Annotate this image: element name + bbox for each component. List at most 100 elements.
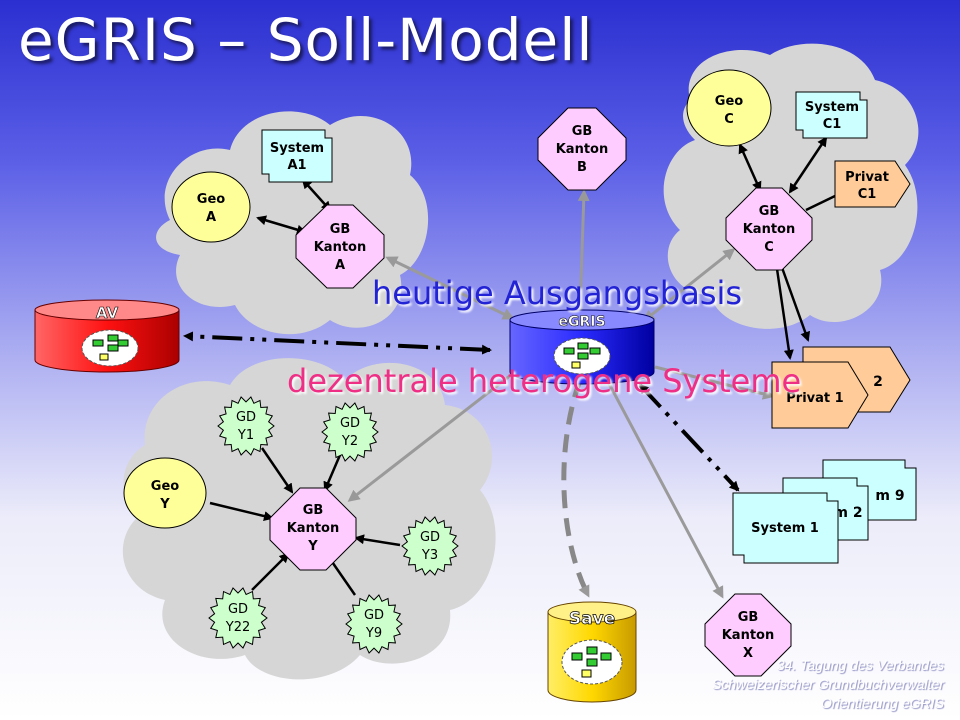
gb-x-line1: GB — [738, 610, 759, 625]
link-egris-av — [183, 331, 492, 355]
save-database: Save — [547, 601, 637, 703]
gb-a-line3: A — [335, 258, 345, 273]
av-database: AV — [34, 299, 180, 373]
privat-1-label: Privat 1 — [786, 391, 843, 406]
link-geo-y-gb-y — [209, 501, 274, 521]
overlay-dezentrale-systeme: dezentrale heterogene Systeme — [287, 362, 802, 400]
gd-y2-node: GD Y2 — [321, 402, 379, 462]
link-egris-kanton-x — [603, 375, 724, 599]
geo-a-line1: Geo — [197, 192, 225, 207]
gb-c-line3: C — [764, 240, 774, 255]
geo-y-line1: Geo — [151, 479, 179, 494]
gd-y9-line1: GD — [364, 608, 384, 623]
gd-y9-node: GD Y9 — [345, 594, 403, 654]
link-gb-c-privat-1 — [774, 261, 794, 360]
geo-a-node: Geo A — [171, 171, 251, 243]
tree-icon — [563, 342, 601, 369]
gb-kanton-y-node: GB Kanton Y — [269, 487, 357, 571]
system-stack: m 9 m 2 System 1 — [732, 459, 917, 564]
system-1-label: System 1 — [751, 521, 819, 536]
link-geo-a-gb-a — [256, 215, 307, 235]
privat-stack: 2 Privat 1 — [771, 346, 911, 429]
geo-a-line2: A — [206, 210, 216, 225]
gb-kanton-c-node: GB Kanton C — [725, 187, 813, 271]
gb-a-line2: Kanton — [314, 240, 367, 255]
overlay-heutige-ausgangsbasis: heutige Ausgangsbasis — [372, 274, 743, 312]
tree-icon — [92, 334, 129, 361]
system-a1-node: System A1 — [261, 129, 333, 183]
gb-c-line1: GB — [759, 204, 780, 219]
link-gd-y22-gb-y — [251, 552, 290, 591]
egris-database: eGRIS — [509, 309, 655, 385]
save-label: Save — [569, 609, 615, 629]
gb-c-line2: Kanton — [743, 222, 796, 237]
gd-layer: GD Y1 GD Y2 GD Y3 GD Y22 GD Y9 — [208, 396, 459, 654]
footer-line1: 34. Tagung des Verbandes — [776, 657, 944, 673]
footer-line3: Orientierung eGRIS — [821, 695, 944, 711]
gb-x-line2: Kanton — [722, 628, 775, 643]
gb-kanton-x-node: GB Kanton X — [704, 593, 792, 677]
gb-y-line2: Kanton — [287, 521, 340, 536]
tree-icon — [571, 646, 612, 678]
footer-line2: Schweizerischer Grundbuchverwalter — [712, 676, 944, 692]
page-title: eGRIS – Soll-Modell — [18, 6, 594, 74]
gd-y1-line1: GD — [236, 410, 256, 425]
link-egris-save — [561, 379, 591, 598]
gd-y22-node: GD Y22 — [208, 587, 268, 649]
geo-y-node: Geo Y — [123, 457, 207, 529]
gd-y22-line1: GD — [228, 602, 248, 617]
system-c1-line2: C1 — [823, 117, 842, 132]
gd-y3-line2: Y3 — [421, 548, 438, 563]
gb-kanton-a-node: GB Kanton A — [295, 204, 385, 289]
privat-c1-line2: C1 — [858, 187, 877, 202]
link-egris-systems — [638, 383, 740, 492]
system-c1-line1: System — [805, 100, 859, 115]
link-egris-kanton-y — [347, 366, 521, 502]
dashed-connections — [183, 331, 740, 598]
geo-c-node: Geo C — [686, 69, 772, 147]
geo-c-line2: C — [724, 112, 734, 127]
privat-1-box — [771, 361, 869, 429]
gb-kanton-b-node: GB Kanton B — [537, 107, 627, 191]
gd-y2-line1: GD — [340, 416, 360, 431]
gd-y9-line2: Y9 — [365, 626, 382, 641]
system-9-label: m 9 — [875, 488, 904, 504]
link-egris-kanton-a — [385, 256, 515, 320]
privat-2-label: 2 — [873, 374, 883, 390]
gd-y1-node: GD Y1 — [217, 396, 275, 456]
link-privat-c1-gb-c — [805, 194, 836, 212]
gd-y3-node: GD Y3 — [401, 516, 459, 576]
link-egris-kanton-c — [642, 248, 736, 322]
link-gd-y1-gb-y — [260, 447, 294, 494]
gb-a-line1: GB — [330, 222, 351, 237]
geo-y-line2: Y — [159, 497, 170, 512]
system-a1-line1: System — [270, 141, 324, 156]
geo-c-line1: Geo — [715, 94, 743, 109]
black-connections — [209, 136, 836, 596]
gd-y1-line2: Y1 — [237, 428, 254, 443]
link-egris-privat — [654, 365, 775, 400]
system-a1-line2: A1 — [287, 158, 306, 173]
gb-y-line1: GB — [303, 503, 324, 518]
system-2-label: m 2 — [833, 505, 862, 521]
av-label: AV — [96, 304, 119, 322]
gb-b-line2: Kanton — [556, 142, 609, 157]
gd-y2-line2: Y2 — [341, 434, 358, 449]
privat-c1-node: Privat C1 — [834, 160, 911, 208]
egris-label: eGRIS — [558, 314, 605, 330]
link-gb-c-privat-2 — [778, 261, 811, 342]
privat-c1-line1: Privat — [845, 170, 889, 185]
link-system-a1-gb-a — [301, 178, 332, 212]
link-gd-y2-gb-y — [323, 454, 342, 492]
gb-y-line3: Y — [307, 539, 318, 554]
link-egris-kanton-b — [577, 189, 590, 313]
gb-x-line3: X — [743, 646, 753, 661]
system-c1-node: System C1 — [795, 91, 868, 139]
gd-y22-line2: Y22 — [225, 620, 250, 635]
link-gd-y3-gb-y — [354, 534, 401, 547]
link-system-c1-gb-c — [788, 136, 828, 194]
footer: 34. Tagung des Verbandes Schweizerischer… — [712, 656, 944, 713]
link-geo-c-gb-c — [738, 143, 762, 192]
gd-y3-line1: GD — [420, 530, 440, 545]
